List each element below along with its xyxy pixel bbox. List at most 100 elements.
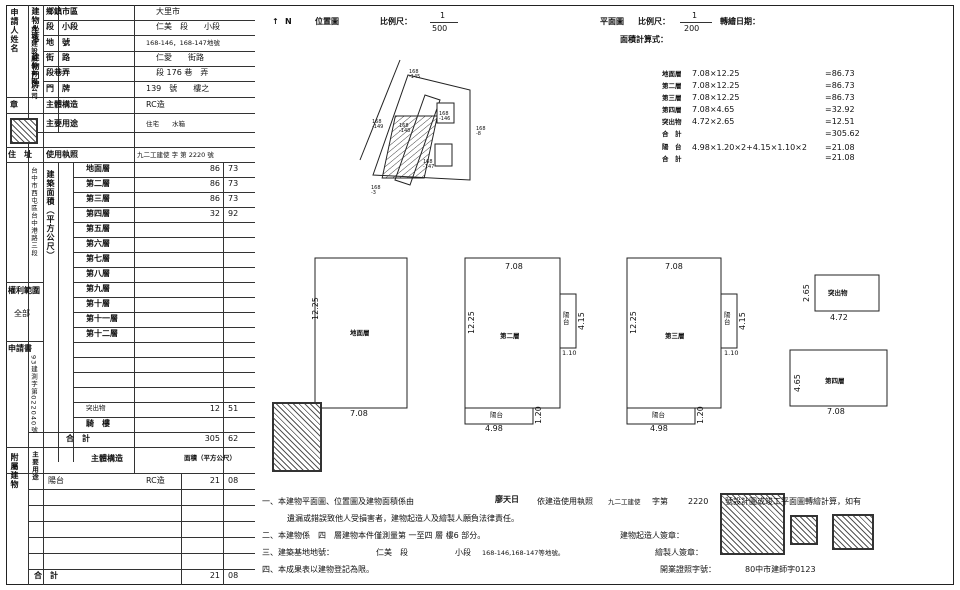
floor-area-int: 86 bbox=[209, 164, 220, 173]
structure-value: RC造 bbox=[146, 100, 165, 109]
third-balcony-side-h: 4.15 bbox=[738, 312, 747, 330]
lot-value: 168-146，168-147地號 bbox=[146, 39, 220, 47]
note-4: 四、本成果表以建物登記為限。 bbox=[262, 565, 374, 574]
calc-result: =86.73 bbox=[825, 69, 855, 78]
second-balcony-side-h: 4.15 bbox=[577, 312, 586, 330]
fourth-floor-rect bbox=[789, 349, 888, 407]
area-calc-label: 面積計算式： bbox=[620, 35, 668, 44]
ground-floor-w: 7.08 bbox=[350, 409, 368, 418]
annex-struct-label: 主體構造 bbox=[91, 454, 123, 463]
drafter-seal-stamp bbox=[790, 515, 818, 545]
second-balcony-bottom-h: 1.20 bbox=[534, 406, 543, 424]
third-balcony-bottom-h: 1.20 bbox=[696, 406, 705, 424]
cert-label: 開業證照字號： bbox=[660, 565, 716, 574]
fourth-floor-h: 4.65 bbox=[793, 374, 802, 392]
street-label: 街 路 bbox=[46, 53, 70, 62]
note-3-part-a: 三、建築基地地號： bbox=[262, 548, 334, 557]
annex-total-dec: 08 bbox=[228, 571, 239, 580]
lot-148: 168 -148 bbox=[399, 123, 411, 134]
representative-seal-stamp bbox=[832, 514, 874, 550]
calc-formula: 7.08×12.25 bbox=[692, 69, 740, 78]
second-balcony-bottom-w: 4.98 bbox=[485, 424, 503, 433]
section-value: 仁美 段 小段 bbox=[156, 22, 220, 31]
annex-use-label: 主要用途 bbox=[30, 451, 39, 481]
document-sheet bbox=[6, 5, 954, 585]
second-floor-h: 12.25 bbox=[467, 311, 476, 334]
permit-label: 使用執照 bbox=[46, 150, 78, 159]
calc-formula: 4.72×2.65 bbox=[692, 117, 735, 126]
building-info-table: 申請人姓名 大城建設股份有限公司 章 建物坐落 建物門牌 鄉鎮市區 大里市 段 … bbox=[6, 5, 255, 585]
third-balcony-side bbox=[720, 293, 738, 349]
calc-balcony-result: =21.08 bbox=[825, 143, 855, 152]
rights-value: 全部 bbox=[14, 309, 30, 318]
calc-label: 第三層 bbox=[662, 94, 682, 102]
annex-dec: 08 bbox=[228, 476, 239, 485]
third-balcony-bottom-w: 4.98 bbox=[650, 424, 668, 433]
lot-149: 168 -149 bbox=[372, 119, 384, 130]
second-balcony-bottom bbox=[464, 407, 534, 425]
floor-name: 第五層 bbox=[86, 224, 110, 233]
lane-value: 段 176 巷 弄 bbox=[156, 68, 209, 77]
note-1-part-d: 號設計圖或竣工平面圖轉繪計算，如有 bbox=[725, 497, 861, 506]
drafter-signature-label: 繪製人簽章： bbox=[655, 548, 703, 557]
note-3-section: 仁美 段 bbox=[376, 548, 408, 557]
floor-name: 第十一層 bbox=[86, 314, 118, 323]
protrusion-h: 2.65 bbox=[802, 284, 811, 302]
protrusion-label-plan: 突出物 bbox=[828, 289, 848, 297]
location-map-label: 位置圖 bbox=[315, 17, 339, 26]
floor-name: 第七層 bbox=[86, 254, 110, 263]
city-label: 鄉鎮市區 bbox=[46, 7, 78, 16]
owner-seal-stamp bbox=[720, 493, 785, 555]
architect-seal-stamp bbox=[272, 402, 322, 472]
ground-floor-label: 地面層 bbox=[350, 329, 370, 337]
second-balcony-side-label: 陽台 bbox=[563, 311, 570, 326]
protrusion-w: 4.72 bbox=[830, 313, 848, 322]
transfer-date-label: 轉繪日期： bbox=[720, 17, 760, 26]
floor-area-dec: 92 bbox=[228, 209, 239, 218]
floor-name: 第十二層 bbox=[86, 329, 118, 338]
floor-name: 地面層 bbox=[86, 164, 110, 173]
third-balcony-bottom-label: 陽台 bbox=[652, 411, 665, 419]
calc-label: 第二層 bbox=[662, 82, 682, 90]
floor-area-int: 86 bbox=[209, 194, 220, 203]
door-no-label: 門 牌 bbox=[46, 84, 70, 93]
note-1-architect: 廖天日 bbox=[495, 495, 519, 504]
arcade-label: 騎 樓 bbox=[86, 419, 110, 428]
protrusion-dec: 51 bbox=[228, 404, 239, 413]
third-balcony-bottom bbox=[626, 407, 696, 425]
note-1-permit: 九二工建使 bbox=[608, 498, 641, 506]
floor-name: 第十層 bbox=[86, 299, 110, 308]
address-value: 台中市西屯區台中港路三段 bbox=[29, 167, 38, 257]
calc-balcony-label: 陽 台 bbox=[662, 143, 682, 151]
floor-area-int: 32 bbox=[209, 209, 220, 218]
protrusion-rect bbox=[814, 274, 880, 312]
hatched-lot bbox=[381, 115, 438, 179]
lot-147: 168 -147 bbox=[423, 159, 435, 170]
building-area-label: 建築面積（平方公尺） bbox=[46, 170, 55, 260]
fourth-floor-label: 第四層 bbox=[825, 377, 845, 385]
floor-area-int: 86 bbox=[209, 179, 220, 188]
floor-area-dec: 73 bbox=[228, 179, 239, 188]
calc-label: 合 計 bbox=[662, 130, 682, 138]
location-scale-num: 1 bbox=[440, 11, 446, 20]
total-dec: 62 bbox=[228, 434, 239, 443]
second-balcony-bottom-label: 陽台 bbox=[490, 411, 503, 419]
second-balcony-side bbox=[559, 293, 577, 349]
calc-result: =32.92 bbox=[825, 105, 855, 114]
floor-name: 第六層 bbox=[86, 239, 110, 248]
note-3-lots: 168-146,168-147等地號。 bbox=[482, 549, 565, 557]
fourth-floor-w: 7.08 bbox=[827, 407, 845, 416]
third-floor-h: 12.25 bbox=[629, 311, 638, 334]
usage-label: 主要用途 bbox=[46, 119, 78, 128]
calc-formula: 7.08×12.25 bbox=[692, 93, 740, 102]
plan-label: 平面圖 bbox=[600, 17, 624, 26]
lot-3: 168 -3 bbox=[371, 185, 381, 196]
applicant-label: 申請人姓名 bbox=[10, 8, 19, 53]
annex-total-int: 21 bbox=[209, 571, 220, 580]
annex-total-label: 合 計 bbox=[34, 571, 58, 580]
calc-result: =12.51 bbox=[825, 117, 855, 126]
location-scale-den: 500 bbox=[432, 24, 448, 33]
rights-label: 權利範圍 bbox=[8, 286, 40, 295]
permit-value: 九二工建使 字 第 2220 號 bbox=[137, 151, 214, 159]
